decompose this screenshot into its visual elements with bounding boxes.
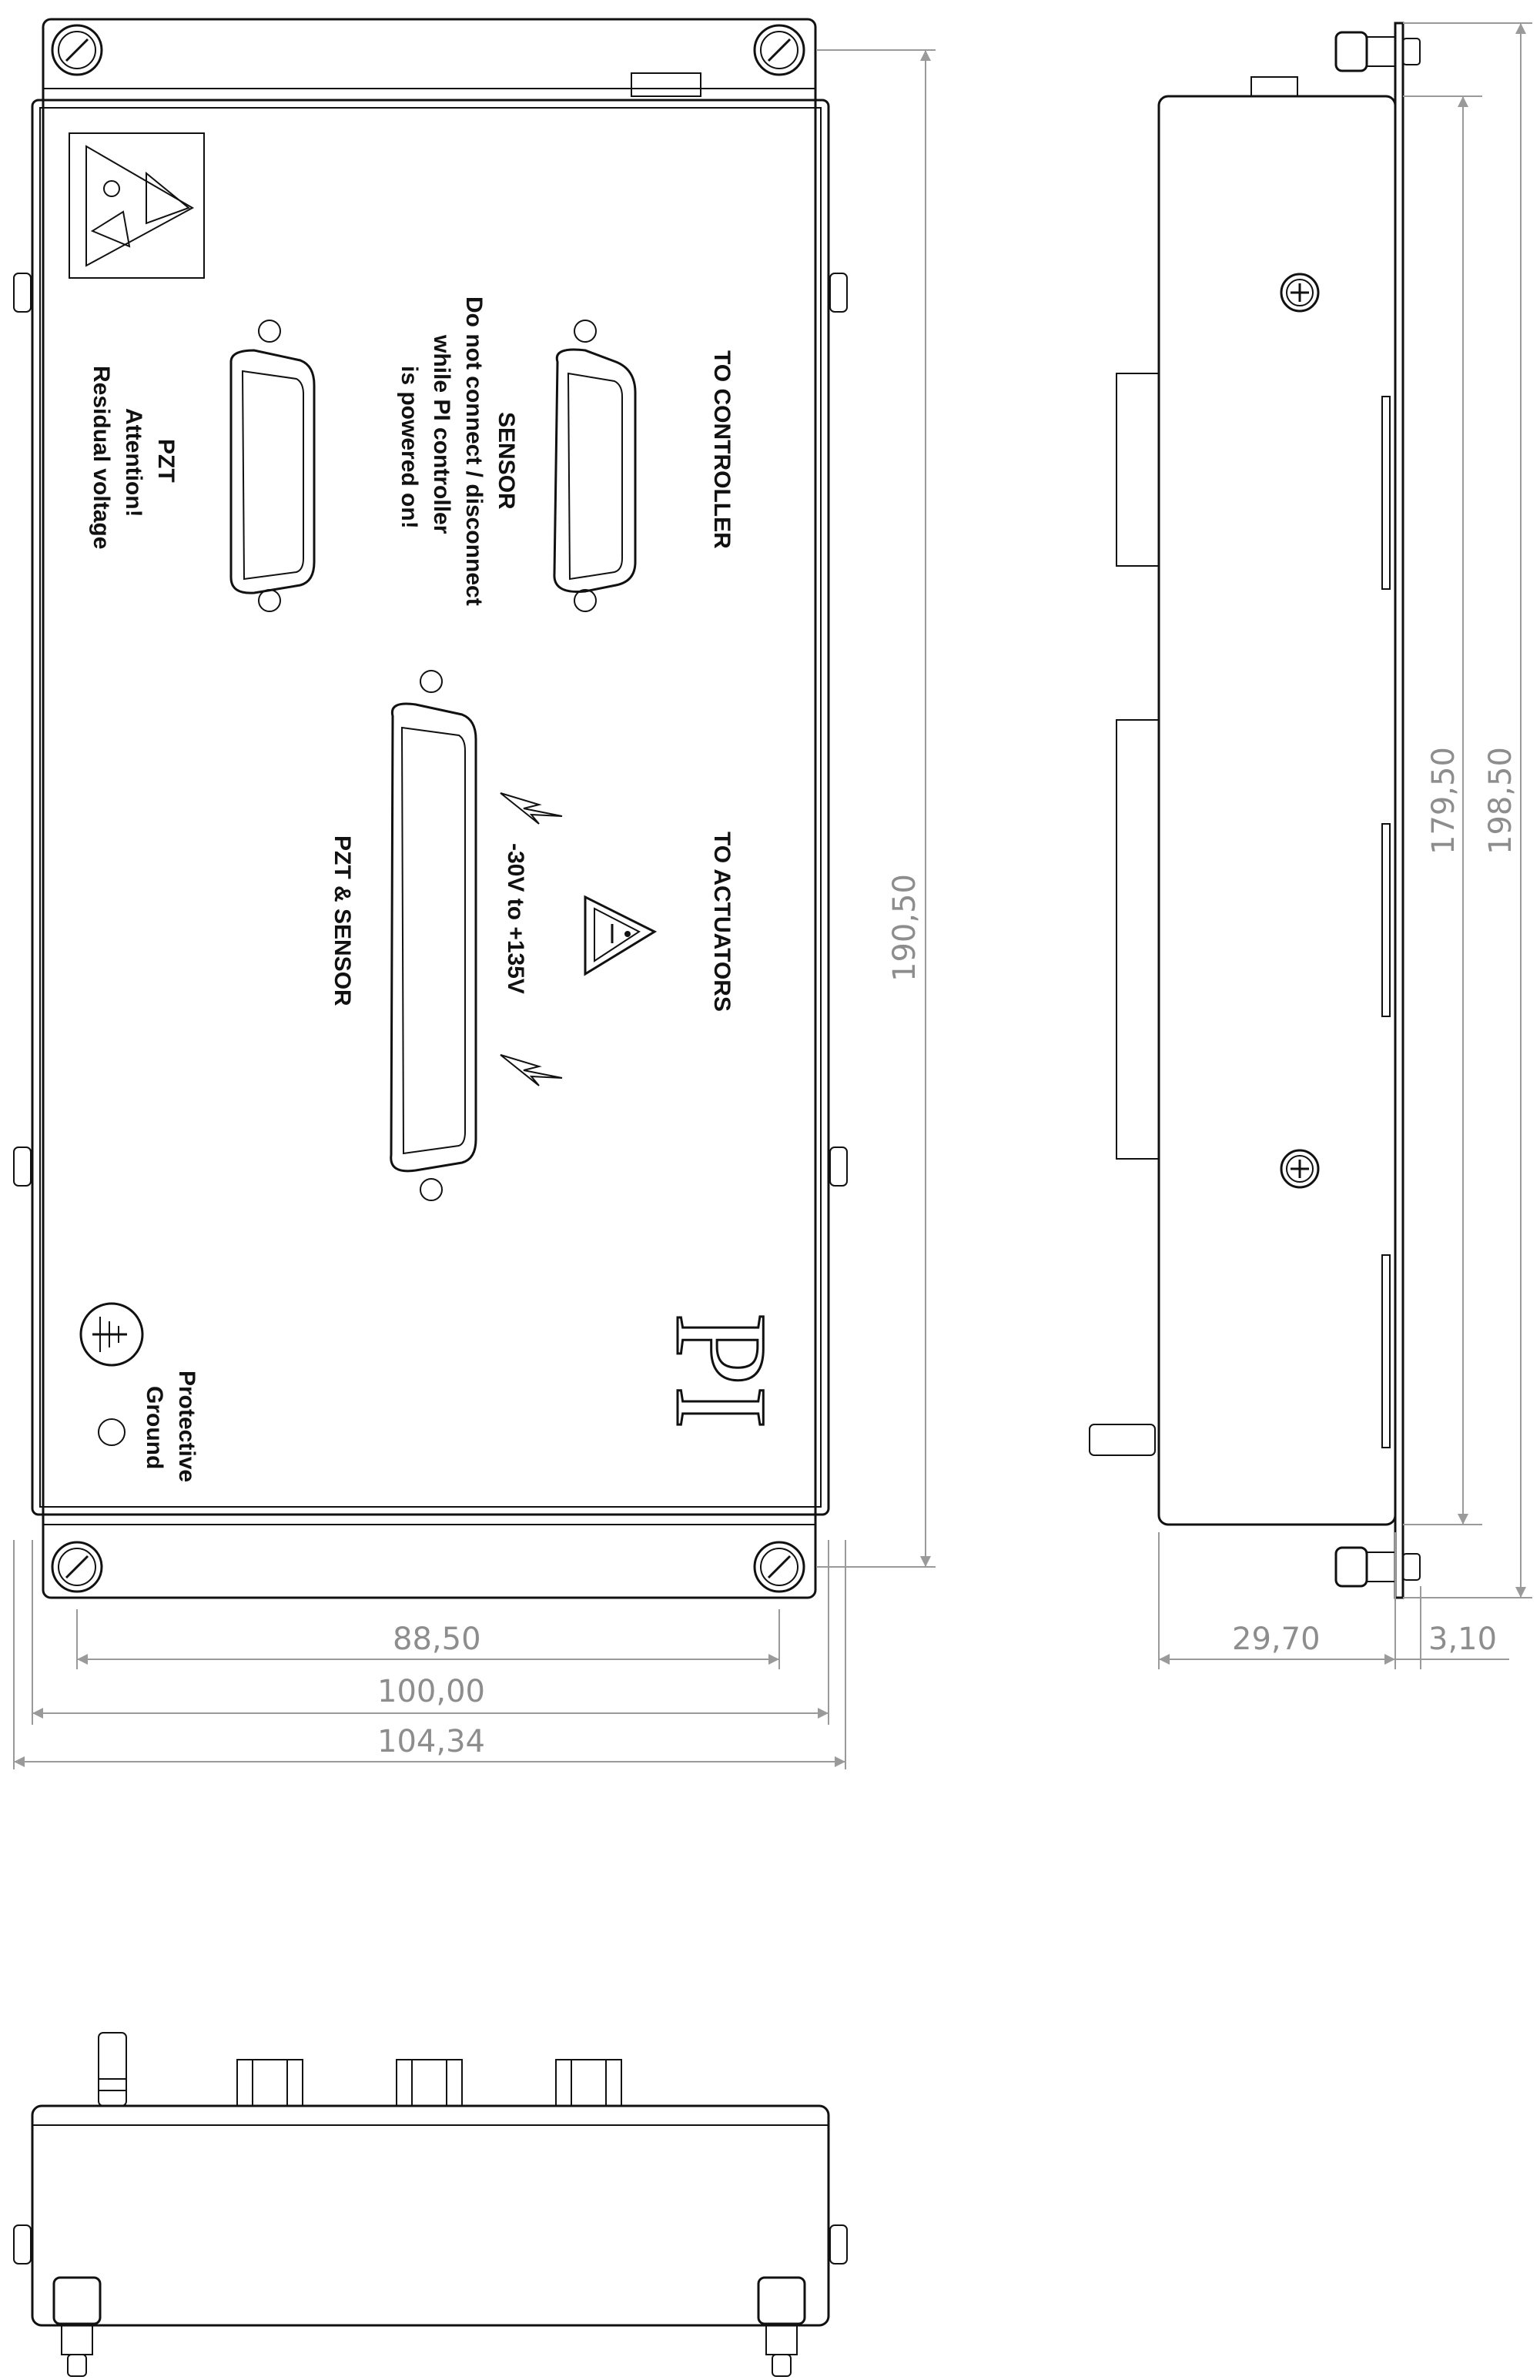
ground-stud [98,2032,127,2107]
dimension-height-side-inner: 179,50 [1426,747,1461,855]
ground-terminal [98,1418,126,1446]
to-controller-label: TO CONTROLLER [709,350,735,549]
bottom-view [13,2032,848,2377]
dimension-depth: 29,70 [1232,1622,1321,1657]
d-sub-connector-icon [236,2059,303,2107]
sensor-warning-line-1: Do not connect / disconnect [461,296,487,606]
dimension-height-front: 190,50 [887,874,922,982]
screw-icon [1280,1149,1320,1189]
pzt-warning-line-2: Residual voltage [89,366,114,549]
high-voltage-warning-icon [584,895,658,976]
ground-stud [1089,1424,1156,1456]
screw-icon [1280,273,1320,313]
voltage-label: -30V to +135V [503,843,528,994]
sensor-warning-line-3: is powered on! [397,366,422,529]
pi-logo: PI [649,1313,794,1429]
screw-icon [52,2276,102,2377]
screw-icon [753,24,805,76]
dimension-body-width: 100,00 [377,1674,485,1709]
d-sub-connector-icon [555,2059,622,2107]
d-sub-connector-icon [553,320,637,612]
pzt-title-label: PZT [153,439,179,483]
front-view: TO CONTROLLER SENSOR Do not connect / di… [13,18,936,1769]
screw-icon [1334,31,1421,72]
screw-icon [51,24,103,76]
d-sub-connector-icon [396,2059,463,2107]
protective-ground-line-1: Protective [174,1371,199,1482]
screw-icon [753,1541,805,1593]
housing-bottom [31,2104,830,2327]
screw-icon [51,1541,103,1593]
housing-body [31,99,830,1516]
dimension-inner-width: 88,50 [393,1622,481,1657]
to-actuators-label: TO ACTUATORS [709,832,735,1012]
mounting-flange [42,18,817,1599]
ground-symbol-icon [79,1302,144,1367]
protective-ground-line-2: Ground [142,1386,167,1469]
flange-side [1394,22,1404,1599]
housing-side [1157,95,1397,1526]
sensor-warning-line-2: while PI controller [429,334,454,534]
lightning-icon [500,792,563,825]
screw-icon [757,2276,806,2377]
dimension-flange-thickness: 3,10 [1428,1622,1497,1657]
d-sub-connector-icon [229,320,316,612]
sensor-title-label: SENSOR [494,412,519,510]
pzt-sensor-label: PZT & SENSOR [330,835,355,1006]
pzt-warning-line-1: Attention! [121,408,146,517]
esd-warning-icon [69,132,205,279]
screw-icon [1334,1546,1421,1588]
lightning-icon [500,1054,563,1086]
dimension-total-width: 104,34 [377,1724,485,1759]
d-sub-connector-icon [390,670,477,1201]
dimension-height-side-total: 198,50 [1483,747,1518,855]
side-view: 29,70 3,10 179,50 198,50 [1089,22,1532,1669]
